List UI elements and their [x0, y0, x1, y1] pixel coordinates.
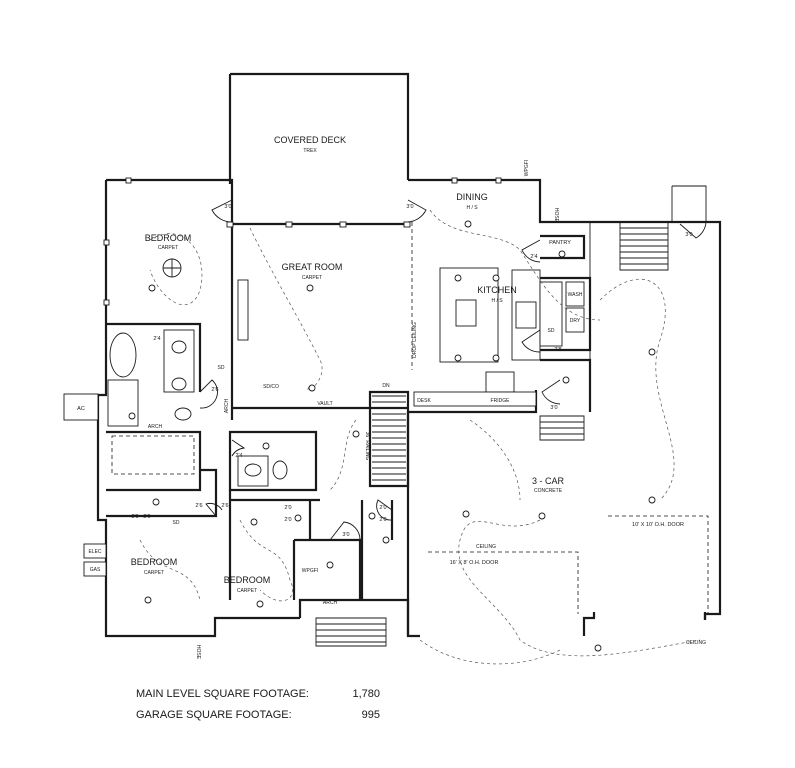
footage-value: 995 — [361, 709, 380, 721]
sd-co-label: SD/CO — [263, 384, 279, 390]
door-dimension: 3'0 — [406, 204, 413, 210]
desk-label: DESK — [417, 398, 431, 404]
bedroom-nw-finish: CARPET — [158, 245, 178, 251]
door-dimension: 2'6 — [195, 503, 202, 509]
smoke-detector-label: SD — [173, 520, 180, 526]
footage-value: 1,780 — [352, 688, 380, 700]
kitchen-label: KITCHEN — [477, 285, 517, 295]
door-swings — [199, 199, 707, 541]
arch-label: ARCH — [323, 600, 338, 606]
door-dimension: 2'0 — [284, 505, 291, 511]
fridge-label: FRIDGE — [491, 398, 511, 404]
dining-label: DINING — [456, 192, 488, 202]
door-dimension: 3'0 — [685, 232, 692, 238]
bedroom-s-label: BEDROOM — [224, 575, 271, 585]
smoke-detector-label: SD — [218, 365, 225, 371]
stairs-entry — [315, 617, 387, 647]
hose-label: HOSE — [195, 645, 201, 660]
dryer-label: DRY — [570, 318, 581, 324]
ceiling-label: CEILING — [476, 544, 496, 550]
stairs-garage — [619, 221, 669, 271]
bedroom-sw-label: BEDROOM — [131, 557, 178, 567]
door-dimension: 3'0 — [342, 532, 349, 538]
kitchen-fixtures — [413, 267, 585, 407]
covered-deck-finish: TREX — [303, 148, 317, 154]
stairs-garage-entry — [539, 415, 585, 441]
door-dimension: 2'0 — [131, 514, 138, 520]
door-dimension: 3'0 — [224, 204, 231, 210]
hose-label: HOSE — [553, 208, 559, 223]
door-dimension: 2'0 — [379, 517, 386, 523]
light-fixtures — [128, 220, 656, 652]
exterior-walls — [96, 72, 722, 638]
great-room-finish: CARPET — [302, 275, 322, 281]
bedroom-sw-finish: CARPET — [144, 570, 164, 576]
door-dimension: 2'8 — [554, 347, 561, 353]
door-dimension: 2'6 — [211, 387, 218, 393]
door-dimension: 2'4 — [235, 453, 242, 459]
electrical-wiring — [139, 209, 701, 665]
door-dimension: 2'4 — [530, 254, 537, 260]
great-room-label: GREAT ROOM — [282, 262, 343, 272]
arch-label: ARCH — [148, 424, 163, 430]
door-dimension: 2'0 — [379, 505, 386, 511]
railing-label: 36" RAILING — [364, 432, 370, 461]
wall-markers — [63, 177, 502, 577]
covered-deck-label: COVERED DECK — [274, 135, 346, 145]
bedroom-s-finish: CARPET — [237, 588, 257, 594]
ceiling-label: CEILING — [686, 640, 706, 646]
arch-label: ARCH — [224, 399, 230, 414]
door-dimension: 2'4 — [153, 336, 160, 342]
down-label: DN — [382, 383, 390, 389]
vault-label: VAULT — [317, 401, 332, 407]
washer-label: WASH — [568, 292, 583, 298]
door-dimension: 3'0 — [550, 405, 557, 411]
stairs-main — [372, 395, 406, 481]
bath-fixtures — [107, 329, 288, 487]
bedroom-nw-label: BEDROOM — [145, 233, 192, 243]
garage-finish: CONCRETE — [534, 488, 563, 494]
overhead-door-16x8-label: 16' X 8' O.H. DOOR — [450, 560, 499, 566]
door-dimension: 2'6 — [221, 503, 228, 509]
drop-ceiling-label: DROP CEILING — [412, 322, 418, 358]
footage-name: MAIN LEVEL SQUARE FOOTAGE: — [136, 688, 309, 700]
footage-name: GARAGE SQUARE FOOTAGE: — [136, 709, 292, 721]
smoke-detector-label: SD — [548, 328, 555, 334]
overhead-door-10x10-label: 10' X 10' O.H. DOOR — [632, 522, 684, 528]
door-dimension: 2'0 — [143, 514, 150, 520]
kitchen-finish: H / S — [491, 298, 503, 304]
wpgfi-label: WPGFI — [302, 568, 318, 574]
elec-label: ELEC — [88, 549, 101, 555]
dining-finish: H / S — [466, 205, 478, 211]
garage-label: 3 - CAR — [532, 476, 565, 486]
gas-label: GAS — [90, 567, 101, 573]
door-dimension: 2'0 — [284, 517, 291, 523]
wpgfi-label: WPGFI — [524, 160, 530, 176]
garage-doors — [411, 222, 709, 614]
ac-label: AC — [77, 406, 85, 412]
pantry-label: PANTRY — [549, 240, 571, 246]
